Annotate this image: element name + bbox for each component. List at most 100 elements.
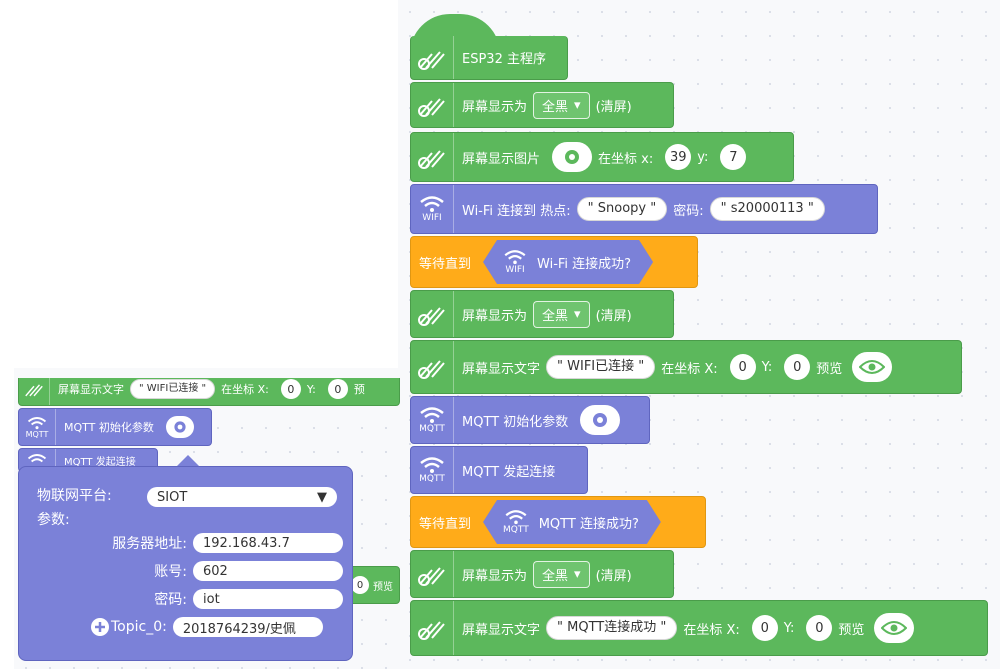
show-text-block-partial[interactable]: 屏幕显示文字 " WIFI已连接 " 在坐标 X: 0 Y: 0 预	[18, 378, 400, 406]
mqtt-connected-condition[interactable]: MQTT MQTT 连接成功?	[483, 500, 661, 544]
preview-label: 预	[353, 383, 365, 396]
dropdown-value: 全黑	[542, 308, 569, 324]
condition-label: MQTT 连接成功?	[538, 516, 639, 532]
x-input[interactable]: 0	[280, 379, 301, 399]
block-label: 屏幕显示文字	[462, 361, 541, 377]
wait-until-block[interactable]: 等待直到 WIFI Wi-Fi 连接成功?	[410, 236, 698, 288]
topic-input[interactable]: 2018764239/史佩	[172, 617, 323, 637]
color-dropdown[interactable]: 全黑 ▾	[533, 300, 590, 328]
board-icon	[411, 133, 454, 181]
text-input[interactable]: " MQTT连接成功 "	[546, 616, 678, 640]
dropdown-value: 全黑	[542, 568, 569, 584]
screen-fill-block[interactable]: 屏幕显示为 全黑▾ (清屏)	[410, 550, 674, 598]
settings-gear-button[interactable]	[165, 416, 194, 438]
gear-icon	[174, 421, 186, 433]
mqtt-init-block[interactable]: MQTT MQTT 初始化参数	[410, 396, 650, 444]
preview-eye-button[interactable]	[874, 613, 915, 643]
wifi-text: WIFI	[505, 265, 525, 275]
wifi-text: WIFI	[422, 213, 442, 223]
show-text-block[interactable]: 屏幕显示文字 " WIFI已连接 " 在坐标 X: 0 Y: 0 预览	[410, 340, 962, 394]
mqtt-icon: MQTT	[411, 397, 454, 443]
wifi-icon: WIFI	[503, 249, 527, 275]
color-dropdown[interactable]: 全黑 ▾	[533, 560, 590, 588]
mqtt-connect-block[interactable]: MQTT MQTT 发起连接	[410, 446, 588, 494]
wifi-connected-condition[interactable]: WIFI Wi-Fi 连接成功?	[483, 240, 653, 284]
platform-select[interactable]: SIOT ▼	[147, 487, 337, 507]
gear-icon	[593, 413, 608, 427]
caret-down-icon: ▾	[574, 306, 581, 322]
block-label: 等待直到	[419, 256, 472, 272]
block-label: ESP32 主程序	[462, 52, 546, 67]
text-input[interactable]: " WIFI已连接 "	[130, 379, 216, 399]
block-suffix: (清屏)	[595, 568, 632, 584]
settings-gear-button[interactable]	[580, 405, 621, 435]
mqtt-text: MQTT	[25, 429, 49, 439]
esp32-main-hat-block[interactable]: ESP32 主程序	[410, 36, 568, 80]
add-topic-button[interactable]	[91, 618, 109, 636]
wait-until-block[interactable]: 等待直到 MQTT MQTT 连接成功?	[410, 496, 706, 548]
y-label: Y:	[306, 382, 316, 396]
preview-label: 预览	[816, 361, 843, 377]
mqtt-text: MQTT	[503, 525, 529, 535]
y-input[interactable]: 0	[784, 354, 811, 380]
board-icon	[411, 291, 454, 337]
coord-label: 在坐标 X:	[683, 622, 740, 638]
board-icon	[19, 378, 50, 405]
screen-fill-block[interactable]: 屏幕显示为 全黑▾ (清屏)	[410, 82, 674, 128]
show-text-block[interactable]: 屏幕显示文字 " MQTT连接成功 " 在坐标 X: 0 Y: 0 预览	[410, 600, 988, 656]
condition-label: Wi-Fi 连接成功?	[537, 256, 632, 272]
block-suffix: (清屏)	[595, 308, 632, 324]
popup-pointer	[176, 455, 200, 467]
mqtt-icon: MQTT	[19, 409, 56, 445]
board-icon	[411, 341, 454, 393]
server-label: 服务器地址:	[112, 536, 187, 552]
platform-label: 物联网平台:	[37, 488, 112, 504]
y-input[interactable]: 0	[351, 576, 369, 594]
text-input[interactable]: " WIFI已连接 "	[546, 355, 656, 379]
eye-icon	[859, 360, 886, 374]
show-image-block[interactable]: 屏幕显示图片 在坐标 x: 39 y: 7	[410, 132, 794, 182]
y-input[interactable]: 7	[720, 144, 747, 170]
password-label: 密码:	[154, 592, 187, 608]
y-label: Y:	[783, 620, 795, 636]
image-picker[interactable]	[552, 142, 593, 172]
mqtt-text: MQTT	[419, 474, 445, 484]
block-label: MQTT 发起连接	[462, 464, 556, 480]
x-input[interactable]: 0	[751, 615, 778, 641]
server-address-input[interactable]: 192.168.43.7	[193, 533, 343, 553]
account-label: 账号:	[154, 564, 187, 580]
mqtt-icon: MQTT	[411, 447, 454, 493]
mqtt-settings-popup: 物联网平台: SIOT ▼ 参数: 服务器地址: 192.168.43.7 账号…	[18, 466, 353, 661]
wifi-connect-block[interactable]: WIFI Wi-Fi 连接到 热点: " Snoopy " 密码: " s200…	[410, 184, 878, 234]
wifi-icon: WIFI	[411, 185, 454, 233]
dropdown-value: 全黑	[542, 99, 569, 115]
y-input[interactable]: 0	[806, 615, 833, 641]
preview-eye-button[interactable]	[852, 352, 893, 382]
params-label: 参数:	[37, 512, 70, 528]
block-label: MQTT 初始化参数	[462, 414, 569, 430]
x-input[interactable]: 0	[729, 354, 756, 380]
color-dropdown[interactable]: 全黑▾	[533, 91, 590, 119]
block-label: MQTT 发起连接	[64, 456, 136, 468]
password-input[interactable]: " s20000113 "	[709, 197, 825, 221]
board-icon	[411, 36, 454, 79]
mqtt-init-block-small[interactable]: MQTT MQTT 初始化参数	[18, 408, 212, 446]
preview-label: 预览	[373, 581, 393, 593]
block-label: Wi-Fi 连接到 热点:	[462, 203, 571, 219]
y-input[interactable]: 0	[327, 379, 348, 399]
password-input[interactable]: iot	[193, 589, 343, 609]
block-label: MQTT 初始化参数	[64, 421, 154, 434]
y-label: y:	[697, 149, 709, 165]
eye-icon	[881, 621, 908, 635]
caret-down-icon: ▾	[574, 566, 581, 582]
y-label: Y:	[761, 359, 773, 375]
board-icon	[411, 601, 454, 655]
ssid-input[interactable]: " Snoopy "	[576, 197, 668, 221]
account-input[interactable]: 602	[193, 561, 343, 581]
block-label: 等待直到	[419, 516, 472, 532]
x-input[interactable]: 39	[665, 144, 692, 170]
wifi-icon	[19, 449, 56, 471]
coord-label: 在坐标 X:	[221, 383, 269, 396]
gear-icon	[565, 150, 580, 164]
screen-fill-block[interactable]: 屏幕显示为 全黑▾ (清屏)	[410, 290, 674, 338]
